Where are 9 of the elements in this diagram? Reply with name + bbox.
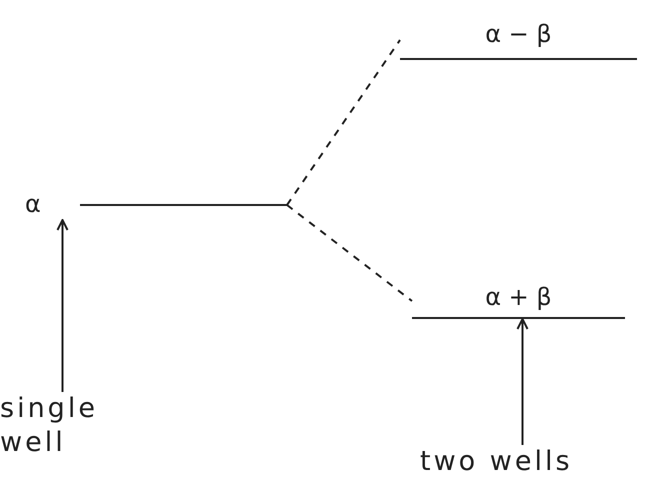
arrow bbox=[516, 318, 528, 445]
arrow bbox=[56, 219, 68, 392]
energy-label: α + β bbox=[484, 283, 553, 311]
energy-label: α − β bbox=[484, 20, 553, 48]
energy-label: α bbox=[25, 190, 41, 218]
dashed-line bbox=[286, 39, 401, 206]
dashed-line bbox=[286, 204, 413, 302]
well-caption: two wells bbox=[420, 445, 652, 485]
well-caption: single well bbox=[0, 392, 100, 464]
